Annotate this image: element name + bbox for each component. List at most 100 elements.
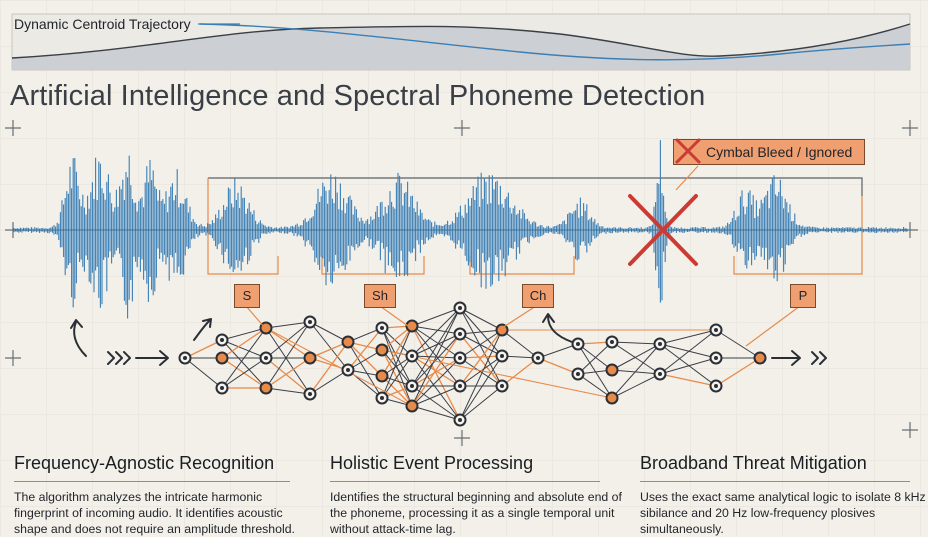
double-chevron-icon bbox=[107, 351, 131, 365]
network-connection bbox=[184, 357, 223, 389]
network-connection bbox=[577, 343, 613, 399]
arrow-right-icon bbox=[771, 350, 801, 366]
network-node-core bbox=[264, 356, 268, 360]
network-node-core bbox=[458, 356, 462, 360]
network-node-core bbox=[610, 340, 614, 344]
network-connection bbox=[659, 343, 717, 359]
network-connection bbox=[459, 307, 503, 331]
network-connection bbox=[411, 307, 461, 407]
column-heading-mitigation: Broadband Threat Mitigation bbox=[640, 453, 867, 473]
network-connection bbox=[659, 329, 717, 345]
network-connection bbox=[411, 357, 461, 407]
network-connection bbox=[411, 325, 461, 335]
network-connection bbox=[381, 325, 413, 399]
cymbal-leader bbox=[675, 165, 699, 191]
arrow-right-icon bbox=[135, 350, 169, 366]
network-node bbox=[495, 323, 509, 337]
network-node-core bbox=[183, 356, 187, 360]
network-node bbox=[341, 335, 355, 349]
network-connection bbox=[381, 355, 413, 399]
reject-x-icon bbox=[628, 194, 698, 266]
network-connection bbox=[459, 355, 503, 421]
network-connection bbox=[381, 327, 413, 387]
network-node-core bbox=[308, 320, 312, 324]
trajectory-panel bbox=[11, 13, 911, 71]
network-node bbox=[753, 351, 767, 365]
network-node-core bbox=[346, 368, 350, 372]
network-node-core bbox=[458, 332, 462, 336]
network-connection bbox=[347, 341, 383, 377]
network-connection bbox=[265, 387, 311, 395]
network-connection bbox=[381, 375, 413, 407]
network-node-core bbox=[380, 326, 384, 330]
trajectory-label: Dynamic Centroid Trajectory bbox=[14, 16, 191, 32]
crosshair-marks bbox=[5, 120, 918, 446]
network-connection bbox=[265, 327, 311, 359]
network-connection bbox=[411, 325, 461, 421]
cymbal-bleed-text: Cymbal Bleed / Ignored bbox=[706, 144, 853, 160]
network-connection bbox=[265, 327, 311, 395]
curved-arrow-icon bbox=[73, 321, 87, 357]
column-body-recognition: The algorithm analyzes the intricate har… bbox=[14, 490, 295, 536]
double-chevron-icon bbox=[811, 351, 827, 365]
network-node bbox=[303, 351, 317, 365]
network-node-core bbox=[458, 384, 462, 388]
network-connection bbox=[715, 357, 761, 387]
network-connection bbox=[265, 357, 311, 395]
network-connection bbox=[659, 373, 717, 387]
network-connection bbox=[411, 307, 461, 327]
network-connection bbox=[659, 343, 717, 387]
column-divider bbox=[14, 481, 290, 482]
network-connection bbox=[411, 385, 461, 407]
network-connection bbox=[611, 341, 661, 375]
network-connection bbox=[221, 327, 267, 359]
column-body-processing: Identifies the structural beginning and … bbox=[330, 490, 622, 536]
network-node bbox=[259, 381, 273, 395]
network-connection bbox=[411, 307, 461, 357]
network-connection bbox=[309, 321, 349, 343]
network-node-core bbox=[410, 354, 414, 358]
network-connection bbox=[501, 357, 539, 387]
network-connection bbox=[577, 373, 613, 399]
network-node-core bbox=[536, 356, 540, 360]
network-connection bbox=[611, 341, 661, 345]
column-divider bbox=[640, 481, 910, 482]
network-connection bbox=[221, 339, 267, 389]
network-skip-connection bbox=[265, 327, 413, 407]
network-connection bbox=[221, 327, 267, 389]
network-connection bbox=[411, 333, 461, 357]
network-connection bbox=[459, 329, 503, 359]
network-connection bbox=[411, 325, 461, 359]
network-node-core bbox=[500, 354, 504, 358]
network-connection bbox=[659, 357, 717, 375]
column-body-mitigation: Uses the exact same analytical logic to … bbox=[640, 490, 926, 536]
network-connection bbox=[411, 307, 461, 387]
phoneme-label-p: P bbox=[790, 284, 816, 308]
network-connection bbox=[221, 339, 267, 359]
chip-leaders bbox=[245, 305, 801, 347]
trajectory-line-dark bbox=[11, 23, 911, 59]
network-node bbox=[405, 319, 419, 333]
column-divider bbox=[330, 481, 600, 482]
network-connection bbox=[611, 343, 661, 371]
network-connection bbox=[537, 343, 579, 359]
network-node-core bbox=[714, 356, 718, 360]
network-connection bbox=[501, 329, 539, 359]
curved-arrow-icon bbox=[193, 319, 211, 341]
network-node-core bbox=[576, 372, 580, 376]
network-connection bbox=[411, 357, 461, 387]
network-node-core bbox=[458, 306, 462, 310]
network-connection bbox=[265, 357, 311, 389]
network-connection bbox=[221, 357, 267, 389]
network-node-core bbox=[714, 328, 718, 332]
network-connection bbox=[381, 349, 413, 407]
network-connection bbox=[347, 341, 383, 399]
network-connection bbox=[459, 329, 503, 335]
network-node-core bbox=[410, 384, 414, 388]
network-skip-connection bbox=[381, 349, 613, 399]
network-connection bbox=[537, 357, 579, 375]
network-connection bbox=[411, 355, 461, 421]
network-connection bbox=[347, 349, 383, 371]
network-connection bbox=[577, 343, 613, 371]
